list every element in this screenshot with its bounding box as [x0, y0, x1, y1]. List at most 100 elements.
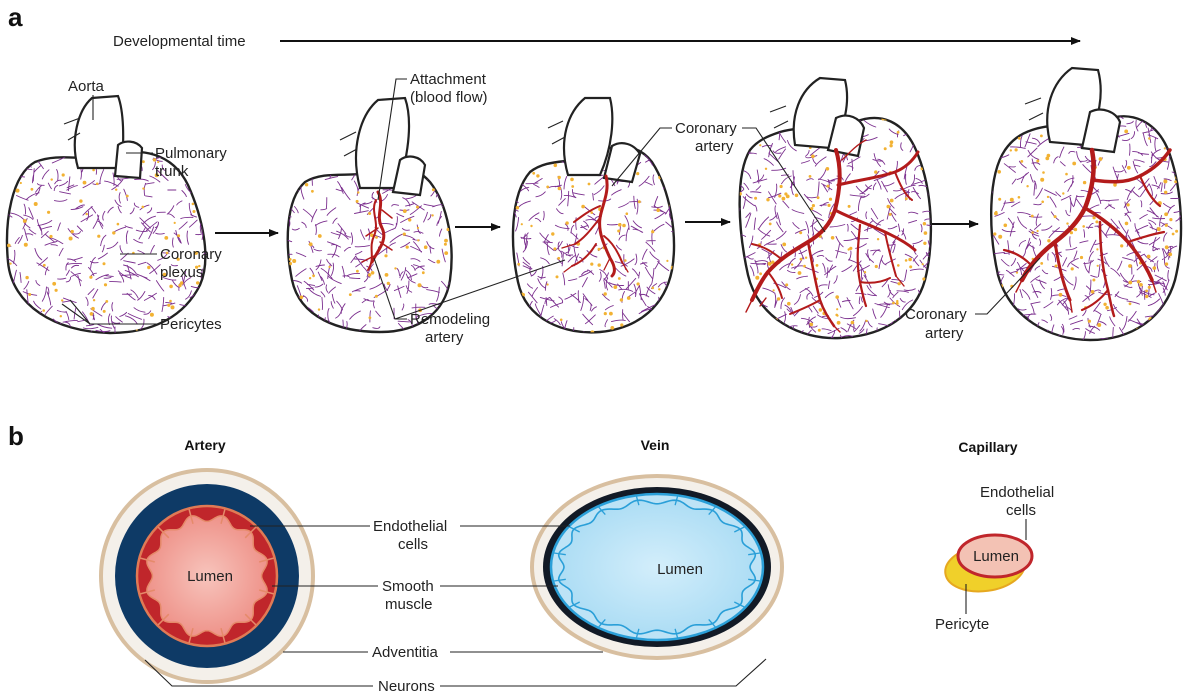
- remodeling-artery-label-2: artery: [425, 329, 464, 346]
- pericyte-dot: [1157, 227, 1161, 231]
- pericyte-dot: [356, 200, 359, 203]
- heart-stage-3: [503, 98, 688, 346]
- pericyte-dot: [565, 221, 568, 224]
- pericyte-dot: [403, 233, 406, 236]
- pericyte-dot: [1092, 279, 1095, 282]
- pericyte-dot: [892, 302, 895, 305]
- neurons-leader-vein: [440, 659, 766, 686]
- pericyte-dot: [763, 333, 767, 337]
- pericyte-dot: [178, 284, 181, 287]
- pericyte-label: Pericyte: [935, 616, 989, 633]
- pericyte-dot: [375, 236, 378, 239]
- pericyte-dot: [309, 242, 313, 246]
- smooth-muscle-label-2: muscle: [385, 596, 433, 613]
- pericyte-dot: [901, 111, 904, 114]
- pericyte-dot: [406, 246, 409, 249]
- pericyte-dot: [1037, 230, 1039, 232]
- pericyte-dot: [1164, 147, 1166, 149]
- pericyte-dot: [1164, 212, 1168, 216]
- pericyte-dot: [581, 205, 585, 209]
- pericyte-dot: [740, 321, 743, 324]
- capillary-title: Capillary: [958, 439, 1017, 455]
- pericyte-dot: [591, 330, 595, 334]
- pericyte-dot: [47, 211, 50, 214]
- artery-cross-section: Lumen: [101, 470, 313, 682]
- pericyte-dot: [424, 245, 428, 249]
- pericyte-dot: [1129, 302, 1132, 305]
- pericyte-dot: [997, 170, 1001, 174]
- pericyte-dot: [112, 231, 115, 234]
- pericyte-dot: [291, 185, 294, 188]
- pericyte-dot: [126, 195, 129, 198]
- pericyte-dot: [142, 187, 144, 189]
- pericyte-dot: [1179, 124, 1181, 126]
- pericyte-dot: [909, 265, 912, 268]
- pericyte-dot: [636, 172, 639, 175]
- pericyte-dot: [142, 206, 145, 209]
- pericyte-dot: [554, 164, 558, 168]
- pericyte-dot: [761, 313, 763, 315]
- pericyte-dot: [1180, 143, 1183, 146]
- pericyte-dot: [1040, 178, 1044, 182]
- pericyte-dot: [922, 263, 924, 265]
- pericyte-dot: [16, 189, 20, 193]
- pericyte-dot: [923, 222, 926, 225]
- vein-title: Vein: [641, 437, 670, 453]
- pericyte-dot: [284, 253, 288, 257]
- pericyte-dot: [444, 251, 448, 255]
- pericyte-dot: [837, 321, 841, 325]
- endothelial-cells-label-2: cells: [398, 536, 428, 553]
- pericyte-dot: [1146, 339, 1149, 342]
- artery-title: Artery: [184, 437, 225, 453]
- pericyte-dot: [782, 243, 786, 247]
- pericyte-dot: [1071, 267, 1074, 270]
- pericyte-dot: [1175, 230, 1178, 233]
- pericyte-dot: [773, 289, 775, 291]
- pericyte-dot: [169, 285, 173, 289]
- pericyte-dot: [884, 147, 887, 150]
- pericyte-dot: [620, 298, 623, 301]
- pericyte-dot: [527, 152, 531, 156]
- pericyte-dot: [115, 189, 117, 191]
- pericyte-dot: [998, 235, 1002, 239]
- pericyte-dot: [784, 192, 787, 195]
- pericyte-dot: [97, 235, 100, 238]
- pericyte-dot: [787, 302, 791, 306]
- pericyte-dot: [658, 288, 660, 290]
- pulmonary-trunk-label-2: trunk: [155, 163, 189, 180]
- pericyte-dot: [1054, 215, 1057, 218]
- pericyte-dot: [403, 209, 407, 213]
- pericyte-dot: [1055, 265, 1058, 268]
- pericyte-dot: [897, 264, 900, 267]
- pericyte-dot: [304, 334, 307, 337]
- pericyte-dot: [530, 150, 534, 154]
- pericyte-dot: [31, 188, 34, 191]
- pericyte-dot: [883, 334, 886, 337]
- pericyte-dot: [557, 257, 560, 260]
- pericyte-dot: [905, 197, 908, 200]
- pericyte-dot: [812, 204, 815, 207]
- pericyte-dot: [735, 240, 737, 242]
- pericyte-dot: [547, 283, 549, 285]
- pericyte-dot: [532, 172, 535, 175]
- heart-stage-5: [979, 68, 1195, 352]
- pericyte-dot: [553, 247, 556, 250]
- pericyte-dot: [864, 271, 866, 273]
- pericyte-dot: [42, 309, 45, 312]
- pericyte-dot: [394, 267, 396, 269]
- pericyte-dot: [25, 276, 28, 279]
- pericyte-dot: [664, 165, 668, 169]
- pericyte-dot: [338, 170, 341, 173]
- pericyte-dot: [1128, 281, 1132, 285]
- pericyte-dot: [530, 225, 532, 227]
- pericyte-dot: [1041, 201, 1044, 204]
- pericyte-dot: [903, 119, 906, 122]
- pericyte-dot: [1031, 231, 1034, 234]
- pericyte-dot: [827, 204, 830, 207]
- pericyte-dot: [369, 316, 372, 319]
- pericyte-dot: [932, 111, 935, 114]
- pericyte-dot: [926, 296, 928, 298]
- pericyte-dot: [848, 248, 850, 250]
- pericyte-dot: [89, 276, 92, 279]
- pericyte-dot: [1072, 162, 1076, 166]
